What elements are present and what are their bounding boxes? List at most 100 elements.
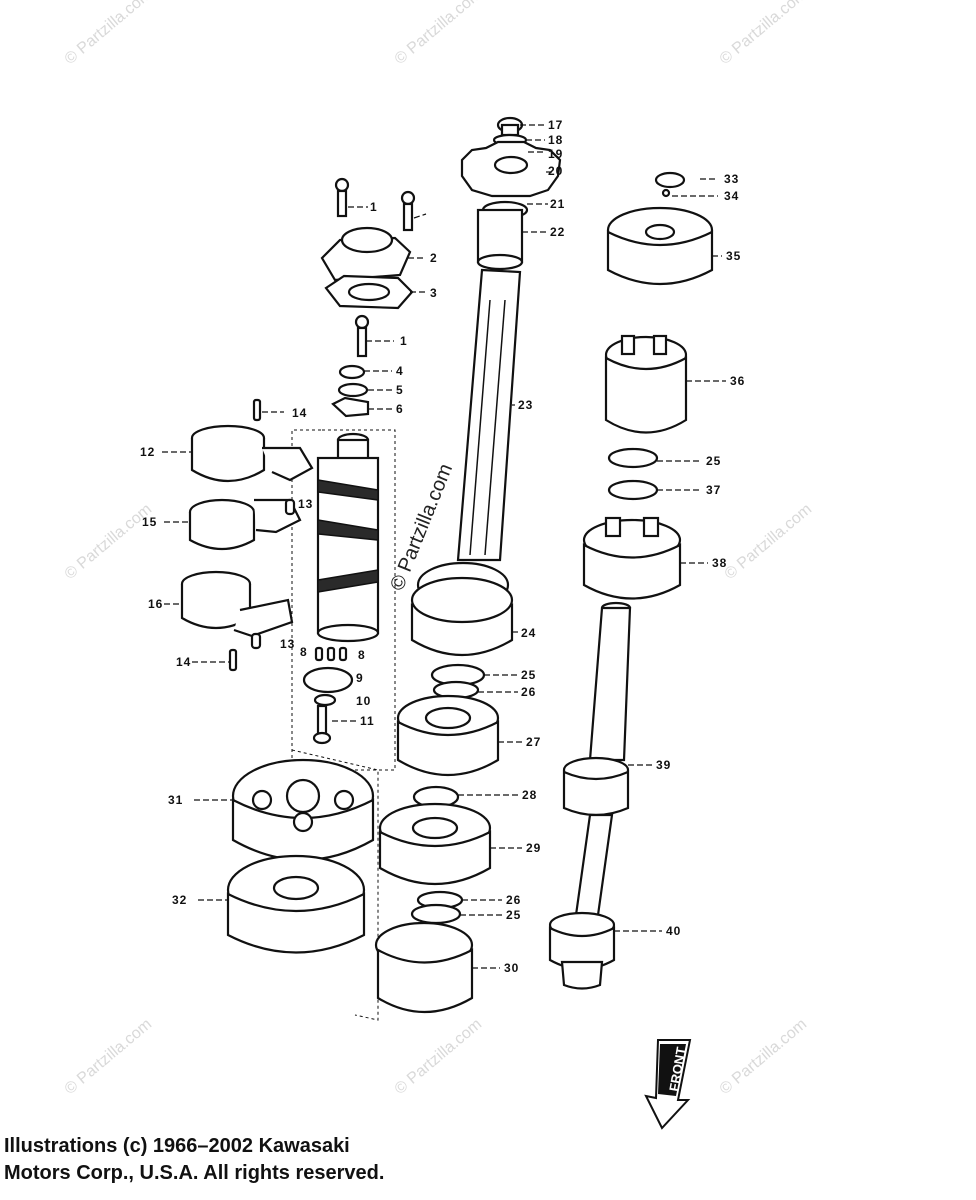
- watermark: © Partzilla.com: [62, 501, 156, 583]
- gear-part-24: [410, 561, 514, 656]
- callout-19: 19: [548, 147, 563, 161]
- callout-17: 17: [548, 118, 563, 132]
- watermark: © Partzilla.com: [62, 0, 156, 68]
- callout-2: 2: [430, 251, 438, 265]
- leader-lines: [162, 124, 726, 969]
- pin-part-8: [326, 646, 336, 662]
- callout-13: 13: [298, 497, 313, 511]
- callout-14: 14: [176, 655, 191, 669]
- gear-group-box: [291, 749, 379, 1021]
- gasket-part-3: [324, 274, 414, 310]
- watermark: © Partzilla.com: [722, 501, 816, 583]
- pin-part-8: [314, 646, 324, 662]
- plate-part-6: [331, 396, 370, 418]
- callout-25: 25: [521, 668, 536, 682]
- gear-part-32: [226, 854, 366, 954]
- callout-22: 22: [550, 225, 565, 239]
- callout-29: 29: [526, 841, 541, 855]
- callout-9: 9: [356, 671, 364, 685]
- callout-28: 28: [522, 788, 537, 802]
- main-shaft-assembly: [374, 116, 562, 1013]
- gear-part-36: [604, 334, 688, 434]
- drive-shaft-part-23: [456, 268, 522, 562]
- watermark: © Partzilla.com: [392, 1016, 486, 1098]
- washer-part-4: [338, 364, 366, 380]
- callout-24: 24: [521, 626, 536, 640]
- callout-1: 1: [400, 334, 408, 348]
- callout-13: 13: [280, 637, 295, 651]
- callout-16: 16: [148, 597, 163, 611]
- callout-31: 31: [168, 793, 183, 807]
- callout-12: 12: [140, 445, 155, 459]
- front-direction-marker: FRONT: [644, 1039, 692, 1130]
- callout-36: 36: [730, 374, 745, 388]
- callout-18: 18: [548, 133, 563, 147]
- callout-15: 15: [142, 515, 157, 529]
- watermark: © Partzilla.com: [62, 1016, 156, 1098]
- gear-part-27: [396, 694, 500, 776]
- callout-3: 3: [430, 286, 438, 300]
- callout-33: 33: [724, 172, 739, 186]
- circlip-part-25: [607, 447, 659, 469]
- callout-8: 8: [358, 648, 366, 662]
- pin-part-13: [284, 498, 296, 516]
- shift-fork-part-16: [180, 570, 294, 638]
- callout-25: 25: [506, 908, 521, 922]
- pin-part-8: [338, 646, 348, 662]
- callout-35: 35: [726, 249, 741, 263]
- callout-14: 14: [292, 406, 307, 420]
- output-shaft-part-39: [562, 601, 632, 917]
- bolt-part-1: [334, 177, 350, 218]
- callout-11: 11: [360, 714, 375, 728]
- callout-38: 38: [712, 556, 727, 570]
- watermark: © Partzilla.com: [392, 0, 486, 68]
- copyright-notice: Illustrations (c) 1966–2002 Kawasaki Mot…: [4, 1133, 384, 1187]
- shift-drum: [316, 432, 380, 643]
- callout-34: 34: [724, 189, 739, 203]
- watermark: © Partzilla.com: [717, 1016, 811, 1098]
- gear-part-38: [582, 516, 682, 600]
- pin-part-13: [250, 632, 262, 650]
- pin-part-14: [228, 648, 238, 672]
- cam-plate-part-9: [302, 666, 354, 694]
- counter-shaft-assembly: [548, 171, 714, 990]
- callout-30: 30: [504, 961, 519, 975]
- shift-fork-part-15: [188, 498, 302, 550]
- gear-part-31: [231, 758, 375, 861]
- guide-part-10: [313, 693, 337, 707]
- callout-27: 27: [526, 735, 541, 749]
- callout-32: 32: [172, 893, 187, 907]
- gear-part-29: [378, 802, 492, 886]
- gear-part-35: [606, 206, 714, 285]
- callout-1: 1: [370, 200, 378, 214]
- callout-37: 37: [706, 483, 721, 497]
- washer-part-5: [337, 382, 369, 398]
- callout-40: 40: [666, 924, 681, 938]
- callout-21: 21: [550, 197, 565, 211]
- pin-part-14: [252, 398, 262, 422]
- copyright-line-1: Illustrations (c) 1966–2002 Kawasaki: [4, 1135, 350, 1157]
- callout-26: 26: [506, 893, 521, 907]
- callout-8: 8: [300, 645, 308, 659]
- ball-part-34: [661, 188, 671, 198]
- callout-26: 26: [521, 685, 536, 699]
- callout-39: 39: [656, 758, 671, 772]
- callout-labels: 1 2 3 1 4 5 6 14 12 13 15 16 13 8 8 14 9…: [140, 118, 745, 975]
- callout-4: 4: [396, 364, 404, 378]
- watermark: © Partzilla.com: [717, 0, 811, 68]
- copyright-line-2: Motors Corp., U.S.A. All rights reserved…: [4, 1162, 385, 1184]
- bolt-part-1: [354, 314, 370, 358]
- cap-part-33: [654, 171, 686, 189]
- callout-6: 6: [396, 402, 404, 416]
- gear-part-30: [374, 921, 474, 1013]
- callout-5: 5: [396, 383, 404, 397]
- sleeve-part-22: [476, 208, 524, 264]
- gear-part-40: [548, 911, 616, 990]
- shift-cap-assembly: [180, 177, 416, 745]
- shift-cap-part-2: [320, 226, 412, 282]
- sprocket-part-20: [460, 140, 562, 198]
- callout-10: 10: [356, 694, 371, 708]
- callout-25: 25: [706, 454, 721, 468]
- washer-part-37: [607, 479, 659, 501]
